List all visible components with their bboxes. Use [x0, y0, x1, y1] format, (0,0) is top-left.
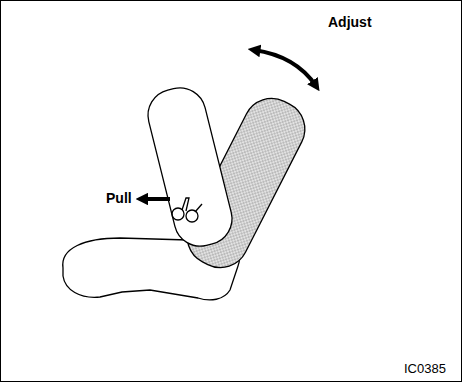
upright-seatback — [143, 82, 238, 251]
adjust-arrow — [254, 50, 316, 86]
pull-arrow — [142, 197, 170, 201]
figure-code: IC0385 — [404, 362, 446, 376]
adjust-label: Adjust — [328, 15, 372, 30]
recline-lever — [172, 198, 202, 222]
pull-label: Pull — [106, 191, 132, 206]
